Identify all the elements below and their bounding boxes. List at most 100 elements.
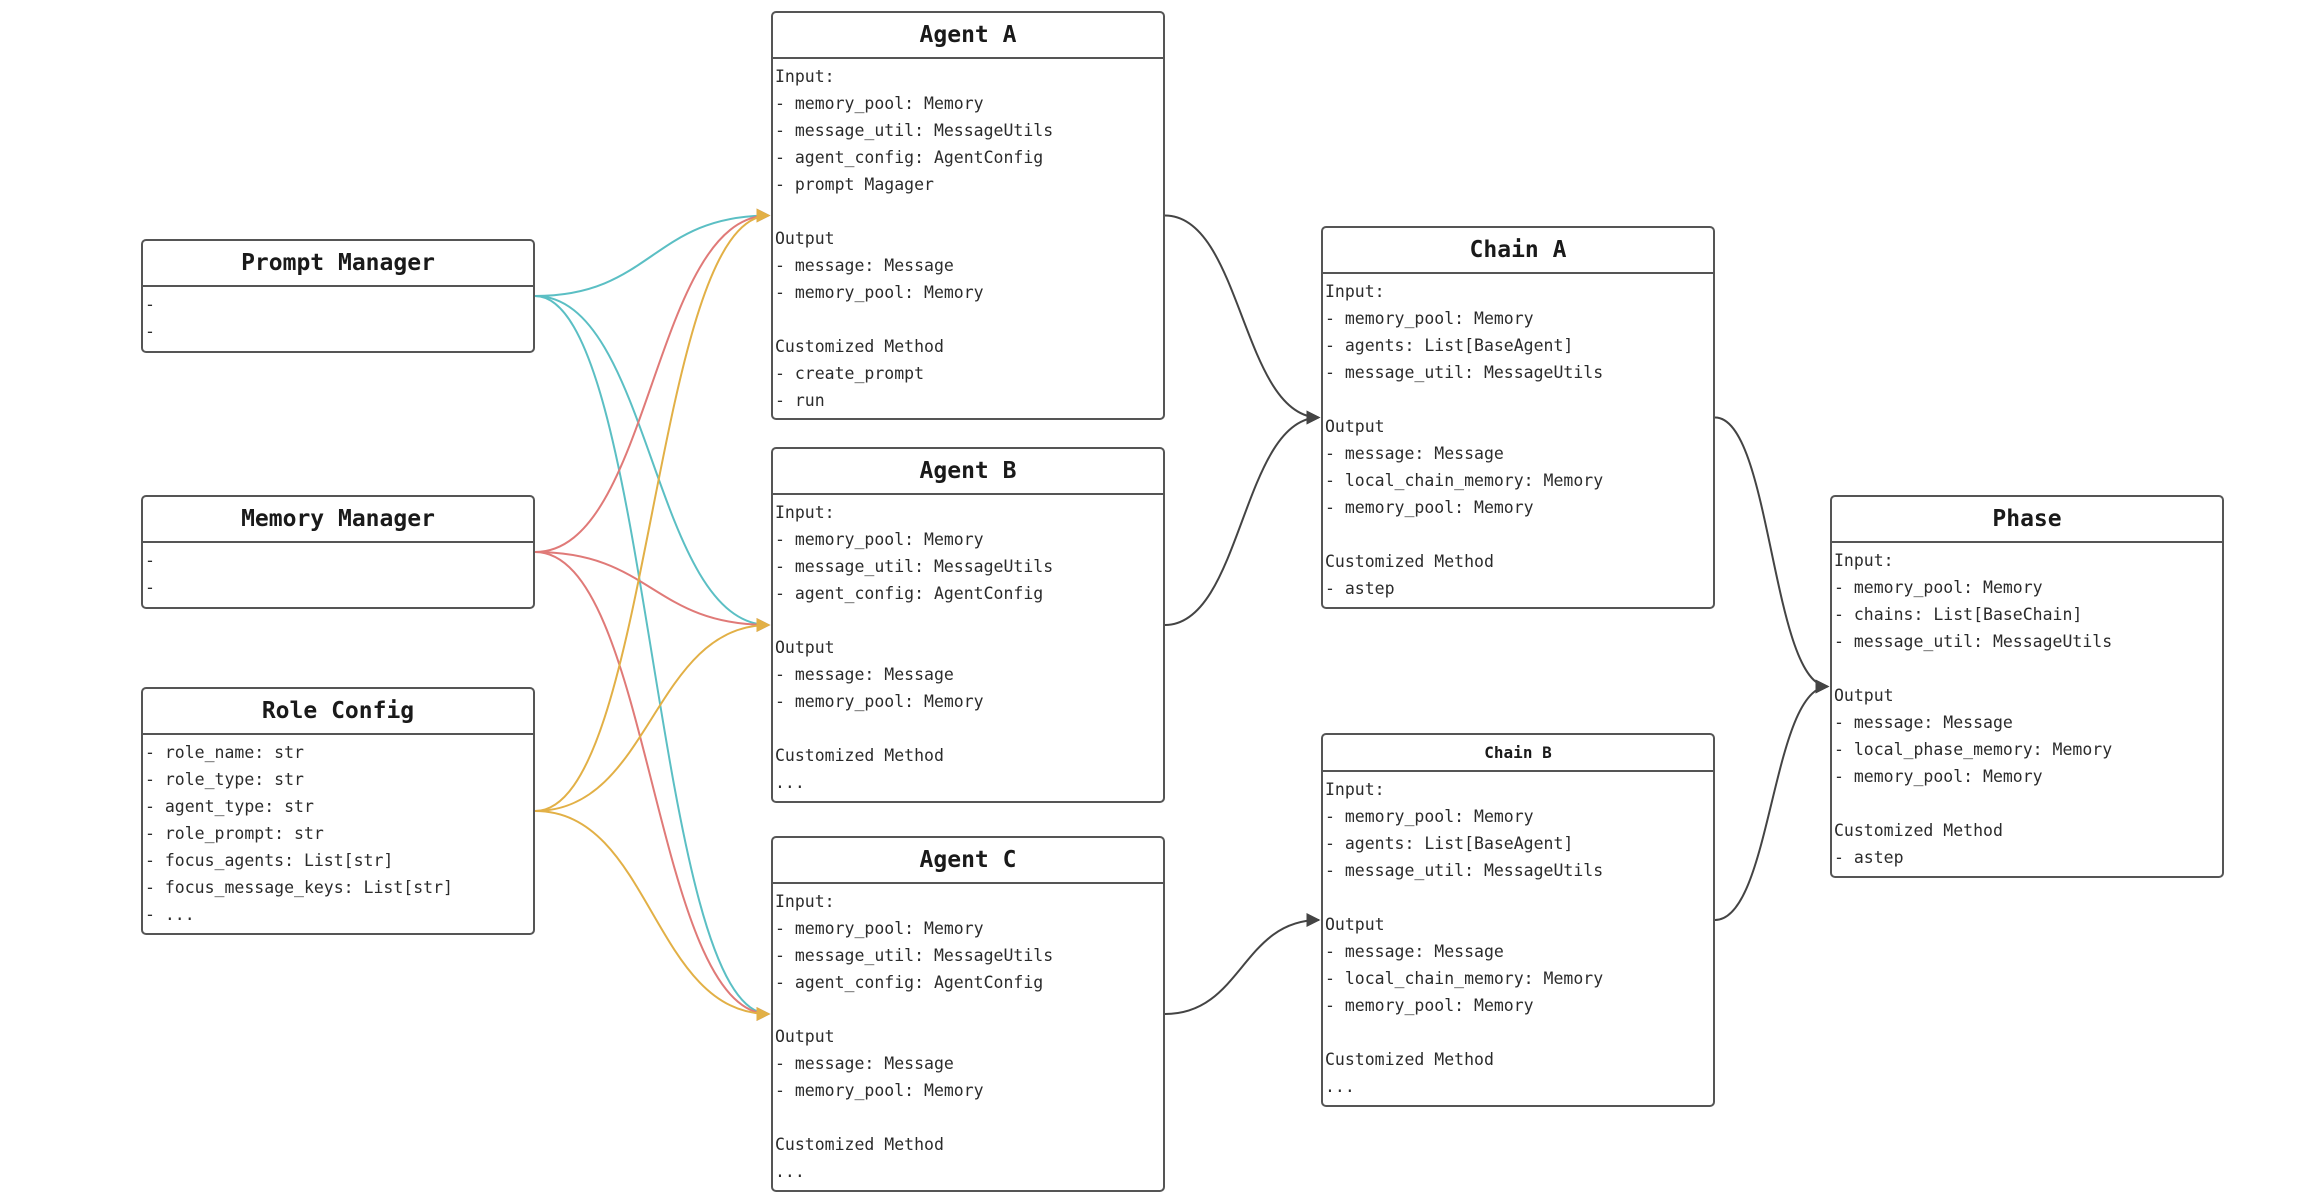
prompt-manager-body: --: [143, 287, 533, 345]
field-line: - run: [775, 391, 825, 410]
blank-line: [1325, 884, 1713, 911]
field-line: - agents: List[BaseAgent]: [1325, 336, 1574, 355]
field-line: - memory_pool: Memory: [775, 692, 984, 711]
connector-memory-manager-to-agent-a: [534, 208, 771, 553]
field-line: Input:: [1834, 551, 1894, 570]
chain-a-body: Input: - memory_pool: Memory - agents: Lis…: [1323, 274, 1713, 602]
chain-b-box: Chain B Input: - memory_pool: Memory - age…: [1321, 733, 1715, 1107]
blank-line: [775, 198, 1163, 225]
field-line: Customized Method: [1325, 552, 1494, 571]
field-line: Input:: [775, 67, 835, 86]
chain-a-box: Chain A Input: - memory_pool: Memory - age…: [1321, 226, 1715, 609]
connector-role-config-to-agent-b: [534, 618, 771, 812]
field-line: - memory_pool: Memory: [1325, 807, 1534, 826]
field-line: - local_chain_memory: Memory: [1325, 969, 1604, 988]
agent-c-title: Agent C: [773, 838, 1163, 884]
field-line: - message: Message: [1325, 942, 1504, 961]
field-line: Output: [775, 1027, 835, 1046]
field-line: - message_util: MessageUtils: [775, 121, 1054, 140]
field-line: - memory_pool: Memory: [1325, 498, 1534, 517]
field-line: - focus_message_keys: List[str]: [145, 878, 453, 897]
agent-a-title: Agent A: [773, 13, 1163, 59]
field-line: - memory_pool: Memory: [775, 1081, 984, 1100]
connector-chain-b-to-phase: [1714, 679, 1830, 921]
field-line: Customized Method: [775, 1135, 944, 1154]
field-line: - local_phase_memory: Memory: [1834, 740, 2113, 759]
connector-prompt-manager-to-agent-b: [534, 295, 771, 632]
blank-line: [775, 715, 1163, 742]
connector-agent-c-to-chain-b: [1164, 913, 1321, 1015]
field-line: Customized Method: [775, 337, 944, 356]
field-line: Output: [775, 638, 835, 657]
field-line: Output: [775, 229, 835, 248]
role-config-body: - role_name: str- role_type: str- agent_…: [143, 735, 533, 928]
agent-b-title: Agent B: [773, 449, 1163, 495]
field-line: - agent_type: str: [145, 797, 314, 816]
field-line: Customized Method: [775, 746, 944, 765]
memory-manager-box: Memory Manager --: [141, 495, 535, 609]
field-line: Input:: [775, 503, 835, 522]
blank-line: [1834, 790, 2222, 817]
field-line: Output: [1834, 686, 1894, 705]
prompt-manager-box: Prompt Manager --: [141, 239, 535, 353]
field-line: -: [145, 551, 155, 570]
field-line: Input:: [1325, 780, 1385, 799]
field-line: - prompt Magager: [775, 175, 934, 194]
field-line: - ...: [145, 905, 195, 924]
field-line: - memory_pool: Memory: [1325, 309, 1534, 328]
field-line: - message: Message: [1834, 713, 2013, 732]
chain-b-title: Chain B: [1323, 735, 1713, 772]
field-line: - message_util: MessageUtils: [775, 946, 1054, 965]
field-line: Customized Method: [1325, 1050, 1494, 1069]
field-line: Output: [1325, 915, 1385, 934]
field-line: Input:: [1325, 282, 1385, 301]
chain-a-title: Chain A: [1323, 228, 1713, 274]
agent-c-body: Input: - memory_pool: Memory - message_uti…: [773, 884, 1163, 1185]
connector-prompt-manager-to-agent-a: [534, 208, 771, 297]
field-line: - chains: List[BaseChain]: [1834, 605, 2083, 624]
role-config-title: Role Config: [143, 689, 533, 735]
field-line: ...: [1325, 1077, 1355, 1096]
field-line: Output: [1325, 417, 1385, 436]
field-line: - message_util: MessageUtils: [1834, 632, 2113, 651]
connector-memory-manager-to-agent-b: [534, 551, 771, 632]
field-line: - memory_pool: Memory: [1834, 578, 2043, 597]
blank-line: [1325, 386, 1713, 413]
phase-box: Phase Input: - memory_pool: Memory - chain…: [1830, 495, 2224, 878]
phase-title: Phase: [1832, 497, 2222, 543]
field-line: ...: [775, 773, 805, 792]
blank-line: [775, 607, 1163, 634]
field-line: - message_util: MessageUtils: [775, 557, 1054, 576]
field-line: -: [145, 578, 155, 597]
field-line: - memory_pool: Memory: [1834, 767, 2043, 786]
field-line: - role_type: str: [145, 770, 304, 789]
connector-role-config-to-agent-a: [534, 208, 771, 812]
field-line: - astep: [1834, 848, 1904, 867]
field-line: - memory_pool: Memory: [775, 94, 984, 113]
field-line: - message: Message: [775, 665, 954, 684]
blank-line: [1834, 655, 2222, 682]
connector-memory-manager-to-agent-c: [534, 551, 771, 1021]
field-line: - message_util: MessageUtils: [1325, 861, 1604, 880]
field-line: - agents: List[BaseAgent]: [1325, 834, 1574, 853]
field-line: - memory_pool: Memory: [1325, 996, 1534, 1015]
field-line: - memory_pool: Memory: [775, 530, 984, 549]
field-line: -: [145, 295, 155, 314]
blank-line: [1325, 521, 1713, 548]
phase-body: Input: - memory_pool: Memory - chains: Lis…: [1832, 543, 2222, 871]
prompt-manager-title: Prompt Manager: [143, 241, 533, 287]
field-line: - agent_config: AgentConfig: [775, 584, 1044, 603]
connector-prompt-manager-to-agent-c: [534, 295, 771, 1021]
memory-manager-body: --: [143, 543, 533, 601]
field-line: - message: Message: [1325, 444, 1504, 463]
agent-a-box: Agent A Input: - memory_pool: Memory - mes…: [771, 11, 1165, 420]
field-line: Input:: [775, 892, 835, 911]
blank-line: [775, 306, 1163, 333]
connector-agent-a-to-chain-a: [1164, 214, 1321, 425]
field-line: - message: Message: [775, 1054, 954, 1073]
role-config-box: Role Config - role_name: str- role_type:…: [141, 687, 535, 935]
field-line: - agent_config: AgentConfig: [775, 973, 1044, 992]
field-line: - agent_config: AgentConfig: [775, 148, 1044, 167]
connector-chain-a-to-phase: [1714, 416, 1830, 694]
